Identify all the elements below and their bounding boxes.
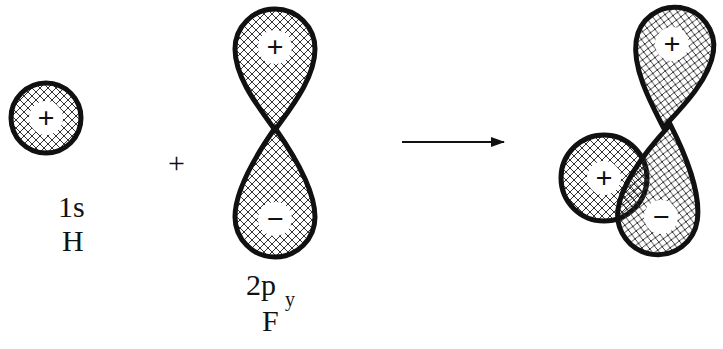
- p-orbital-lobe: +: [630, 4, 714, 128]
- orbital-label: H: [62, 224, 84, 258]
- plus-operator: +: [168, 146, 185, 180]
- orbital-label: y: [285, 282, 295, 316]
- s-orbital: +: [8, 80, 84, 156]
- phase-sign: −: [644, 200, 678, 234]
- orbital-label: 1s: [58, 190, 85, 224]
- phase-sign: +: [29, 101, 63, 135]
- p-orbital-lobe: −: [232, 128, 318, 260]
- phase-sign: +: [258, 30, 292, 64]
- orbital-outline: [630, 4, 714, 128]
- orbital-label: F: [262, 304, 279, 338]
- orbital-outline: [232, 128, 318, 260]
- p-orbital-lobe: −: [618, 124, 704, 258]
- orbital-outline: [618, 124, 704, 258]
- p-orbital-lobe: +: [232, 6, 318, 130]
- orbital-outline: [232, 6, 318, 130]
- phase-sign: +: [655, 27, 689, 61]
- phase-sign: −: [258, 202, 292, 236]
- phase-sign: +: [587, 161, 621, 195]
- orbital-label: 2p: [246, 268, 276, 302]
